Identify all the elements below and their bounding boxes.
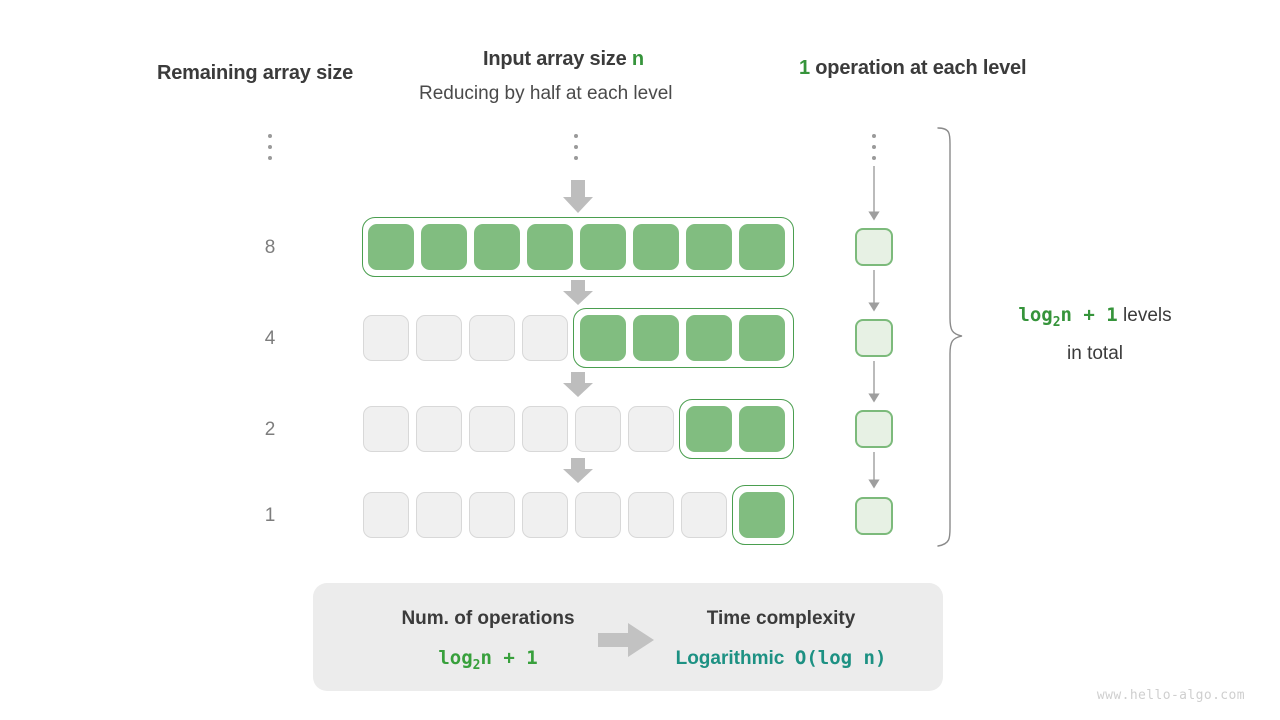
array-cell bbox=[681, 492, 727, 538]
array-cell bbox=[575, 406, 621, 452]
array-cell bbox=[522, 406, 568, 452]
header-operations-text: operation at each level bbox=[809, 57, 1027, 79]
header-input-array-size-var: n bbox=[631, 48, 644, 70]
size-label-level-3: 1 bbox=[264, 505, 276, 526]
summary-left-value: log2n + 1 bbox=[438, 647, 538, 673]
summary-panel: Num. of operations log2n + 1 Time comple… bbox=[313, 583, 943, 691]
header-operations-count: 1 bbox=[799, 57, 810, 79]
size-label-level-1: 4 bbox=[264, 328, 276, 349]
summary-right-value: Logarithmic O(log n) bbox=[675, 647, 887, 669]
operation-box-level-1 bbox=[855, 319, 893, 357]
array-cell bbox=[686, 406, 732, 452]
down-arrow-icon bbox=[563, 372, 593, 397]
ellipsis-icon-right bbox=[869, 134, 879, 160]
array-cell bbox=[368, 224, 414, 270]
array-cell bbox=[522, 315, 568, 361]
down-arrow-icon bbox=[563, 280, 593, 305]
header-input-subtitle: Reducing by half at each level bbox=[419, 83, 673, 104]
array-cell bbox=[416, 315, 462, 361]
array-cell bbox=[363, 406, 409, 452]
size-label-level-0: 8 bbox=[264, 237, 276, 258]
array-cell bbox=[628, 406, 674, 452]
operation-box-level-0 bbox=[855, 228, 893, 266]
right-arrow-icon bbox=[598, 623, 654, 657]
array-cell bbox=[575, 492, 621, 538]
array-cell bbox=[686, 315, 732, 361]
operation-box-level-3 bbox=[855, 497, 893, 535]
array-cell bbox=[633, 224, 679, 270]
array-cell bbox=[633, 315, 679, 361]
summary-right-title: Time complexity bbox=[706, 608, 856, 629]
levels-total-line2: in total bbox=[1067, 342, 1123, 364]
array-cell bbox=[469, 406, 515, 452]
array-cell bbox=[522, 492, 568, 538]
header-input-array-size-text: Input array size bbox=[483, 48, 632, 70]
array-cell bbox=[416, 406, 462, 452]
array-cell bbox=[686, 224, 732, 270]
array-cell bbox=[580, 315, 626, 361]
array-cell bbox=[416, 492, 462, 538]
header-operations: 1 operation at each level bbox=[799, 52, 1027, 84]
operation-box-level-2 bbox=[855, 410, 893, 448]
header-input-array-size: Input array size n bbox=[483, 48, 644, 71]
array-cell bbox=[363, 492, 409, 538]
levels-formula: log2n + 1 bbox=[1018, 304, 1118, 330]
levels-brace bbox=[937, 127, 963, 547]
active-range-outline-level-2 bbox=[679, 399, 794, 459]
size-label-level-2: 2 bbox=[264, 419, 276, 440]
array-cell bbox=[739, 406, 785, 452]
summary-left-title: Num. of operations bbox=[401, 608, 575, 629]
array-cell bbox=[739, 492, 785, 538]
down-arrow-icon bbox=[563, 458, 593, 483]
operation-flow-arrows bbox=[868, 166, 880, 489]
ellipsis-icon-left bbox=[265, 134, 275, 160]
down-arrow-icon bbox=[563, 180, 593, 213]
array-cell bbox=[474, 224, 520, 270]
active-range-outline-level-3 bbox=[732, 485, 794, 545]
levels-total-line1: log2n + 1 levels bbox=[960, 300, 1230, 338]
active-range-outline-level-1 bbox=[573, 308, 794, 368]
levels-formula-suffix: levels bbox=[1117, 305, 1172, 326]
ellipsis-icon-middle bbox=[571, 134, 581, 160]
array-cell bbox=[469, 315, 515, 361]
header-remaining-array-size: Remaining array size bbox=[157, 62, 354, 84]
array-cell bbox=[363, 315, 409, 361]
array-cell bbox=[628, 492, 674, 538]
array-cell bbox=[739, 315, 785, 361]
array-cell bbox=[527, 224, 573, 270]
levels-total-label: log2n + 1 levels in total bbox=[960, 300, 1230, 369]
active-range-outline-level-0 bbox=[362, 217, 794, 277]
array-cell bbox=[421, 224, 467, 270]
array-cell bbox=[580, 224, 626, 270]
array-cell bbox=[469, 492, 515, 538]
array-cell bbox=[739, 224, 785, 270]
watermark: www.hello-algo.com bbox=[1096, 688, 1245, 703]
